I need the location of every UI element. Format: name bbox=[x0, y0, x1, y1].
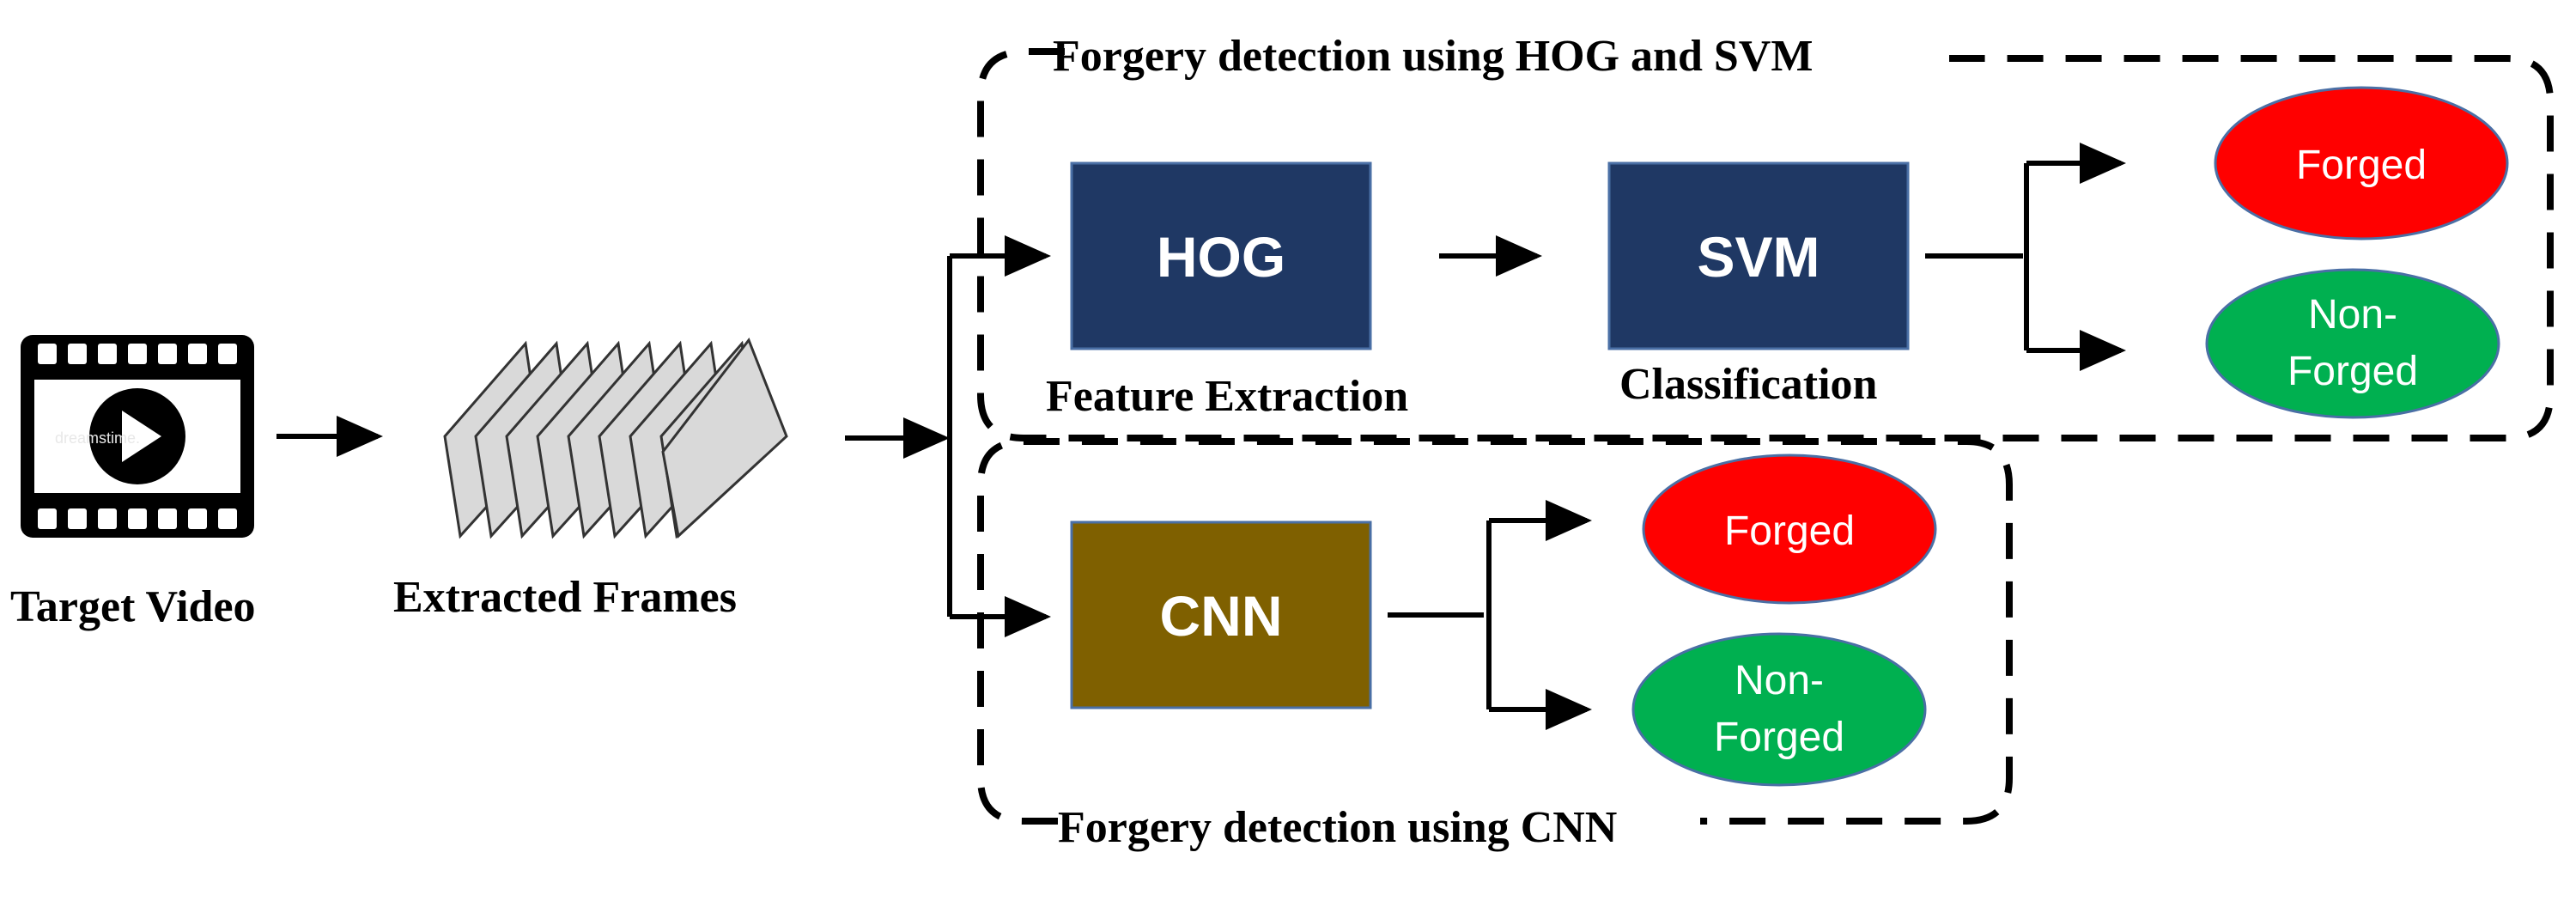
svm-box-label: SVM bbox=[1697, 225, 1820, 289]
hog-svm-non-forged-line1: Non- bbox=[2308, 292, 2397, 338]
cnn-box bbox=[1070, 521, 1372, 709]
cnn-group-border bbox=[977, 438, 2013, 825]
hog-svm-forged-oval bbox=[2214, 86, 2509, 240]
extracted-frames-label: Extracted Frames bbox=[393, 573, 737, 622]
classification-label: Classification bbox=[1619, 360, 1878, 409]
cnn-forged-label: Forged bbox=[1724, 508, 1855, 554]
cnn-non-forged-line1: Non- bbox=[1735, 658, 1824, 703]
cnn-group-title: Forgery detection using CNN bbox=[1058, 803, 1617, 852]
hog-box bbox=[1070, 161, 1372, 350]
hog-svm-non-forged-oval bbox=[2205, 268, 2500, 419]
hog-svm-group-border bbox=[977, 48, 2554, 441]
hog-svm-forged-label: Forged bbox=[2296, 143, 2427, 188]
hog-svm-non-forged-line2: Forged bbox=[2287, 349, 2418, 394]
hog-box-label: HOG bbox=[1157, 225, 1285, 289]
cnn-non-forged-line2: Forged bbox=[1714, 715, 1844, 760]
cnn-non-forged-oval bbox=[1631, 632, 1927, 787]
feature-extraction-label: Feature Extraction bbox=[1046, 372, 1408, 421]
cnn-box-label: CNN bbox=[1160, 584, 1283, 648]
watermark-text: dreamstime. bbox=[55, 429, 140, 447]
video-film-play-icon: dreamstime. bbox=[21, 335, 254, 538]
cnn-forged-oval bbox=[1642, 454, 1937, 605]
svm-box bbox=[1607, 161, 1910, 350]
hog-svm-group-title: Forgery detection using HOG and SVM bbox=[1053, 32, 1813, 81]
target-video-label: Target Video bbox=[10, 582, 256, 631]
stacked-frames-icon bbox=[443, 337, 788, 539]
